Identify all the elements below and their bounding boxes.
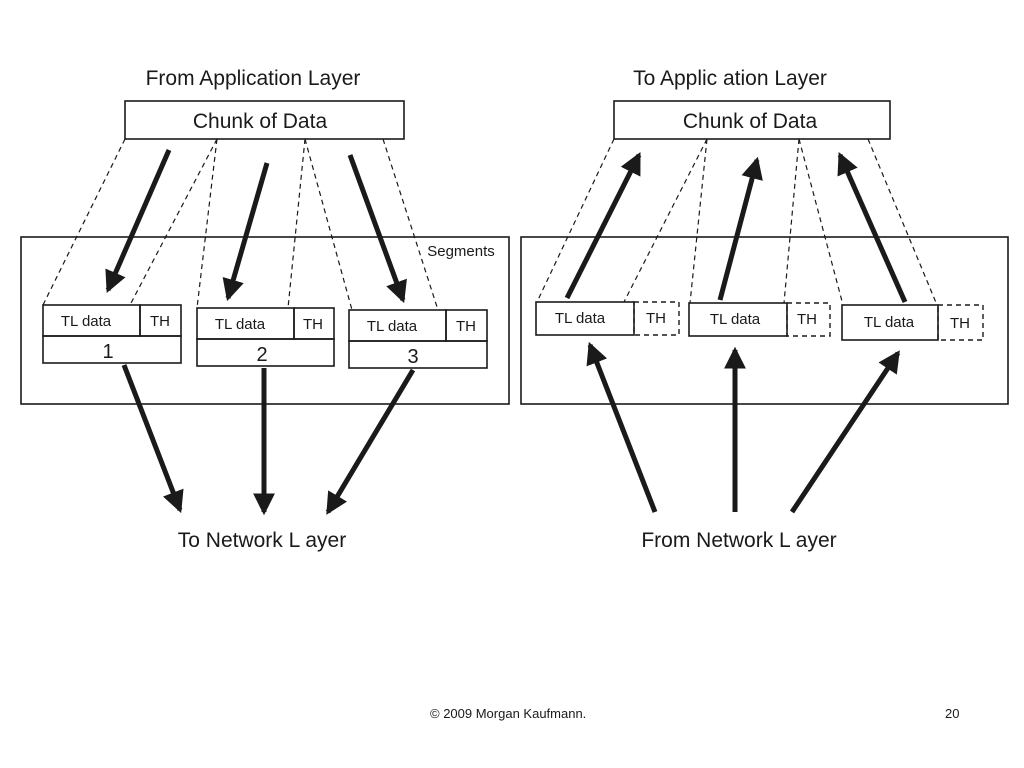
mapping-line bbox=[382, 138, 439, 311]
segment-data-label: TL data bbox=[555, 310, 606, 327]
mapping-line bbox=[129, 138, 218, 306]
arrow-down bbox=[105, 149, 172, 294]
segment-number-cell bbox=[42, 335, 182, 364]
arrow-down bbox=[222, 162, 270, 302]
mapping-line bbox=[623, 138, 708, 303]
copyright-notice: © 2009 Morgan Kaufmann. bbox=[430, 706, 587, 721]
segment-number-cell bbox=[348, 340, 488, 369]
arrow-up bbox=[717, 156, 763, 301]
mapping-line bbox=[304, 138, 353, 311]
segment-header-cell-dashed bbox=[937, 304, 984, 341]
receiver-segment-3: TL data TH bbox=[841, 304, 984, 341]
arrow-up bbox=[586, 341, 658, 513]
segment-header-cell-dashed bbox=[786, 302, 831, 337]
mapping-line bbox=[798, 138, 844, 306]
receiver-chunk-box bbox=[613, 100, 891, 140]
arrow-up bbox=[837, 151, 908, 304]
sender-chunk-label: Chunk of Data bbox=[193, 110, 328, 133]
segment-data-label: TL data bbox=[864, 314, 915, 331]
segment-header-cell-dashed bbox=[633, 301, 680, 336]
arrow-up bbox=[564, 152, 642, 300]
arrow-down bbox=[121, 364, 184, 514]
receiver-segment-1: TL data TH bbox=[535, 301, 680, 336]
mapping-line bbox=[42, 138, 126, 306]
sender-segment-3: TL data TH 3 bbox=[348, 309, 488, 369]
sender-segments-label: Segments bbox=[427, 243, 495, 260]
mapping-line bbox=[196, 138, 218, 309]
segment-data-label: TL data bbox=[61, 313, 112, 330]
mapping-line bbox=[689, 138, 708, 304]
sender-segment-1: TL data TH 1 bbox=[42, 304, 182, 364]
sender-segment-2: TL data TH 2 bbox=[196, 307, 335, 367]
mapping-line bbox=[287, 138, 306, 309]
segment-header-label: TH bbox=[646, 310, 666, 327]
receiver-network-label: From Network L ayer bbox=[641, 529, 836, 552]
sender-heading: From Application Layer bbox=[146, 67, 361, 90]
sender-chunk-box bbox=[124, 100, 405, 140]
segment-header-label: TH bbox=[150, 313, 170, 330]
segment-header-label: TH bbox=[950, 315, 970, 332]
segment-number: 2 bbox=[256, 344, 267, 366]
sender-panel: From Application Layer Chunk of Data Seg… bbox=[20, 67, 510, 552]
segment-number: 1 bbox=[102, 341, 113, 363]
page-number: 20 bbox=[945, 706, 960, 721]
receiver-segment-2: TL data TH bbox=[688, 302, 831, 337]
segment-header-label: TH bbox=[797, 311, 817, 328]
mapping-line bbox=[536, 138, 615, 303]
sender-network-label: To Network L ayer bbox=[178, 529, 346, 552]
receiver-panel: To Applic ation Layer Chunk of Data TL d… bbox=[520, 67, 1009, 552]
segment-header-label: TH bbox=[456, 318, 476, 335]
segment-data-label: TL data bbox=[367, 318, 418, 335]
segment-data-label: TL data bbox=[215, 316, 266, 333]
segment-data-cell bbox=[841, 304, 939, 341]
segment-number: 3 bbox=[407, 346, 418, 368]
mapping-line bbox=[867, 138, 938, 306]
receiver-heading: To Applic ation Layer bbox=[633, 67, 827, 90]
segment-header-label: TH bbox=[303, 316, 323, 333]
segment-data-label: TL data bbox=[710, 311, 761, 328]
arrow-up bbox=[789, 350, 901, 514]
arrow-down bbox=[347, 154, 407, 304]
segment-number-cell bbox=[196, 338, 335, 367]
receiver-mapping-lines bbox=[536, 138, 938, 306]
mapping-line bbox=[783, 138, 800, 304]
arrow-down bbox=[325, 368, 416, 515]
receiver-segments-frame bbox=[520, 236, 1009, 405]
receiver-chunk-label: Chunk of Data bbox=[683, 110, 818, 133]
sender-mapping-lines bbox=[42, 138, 439, 311]
